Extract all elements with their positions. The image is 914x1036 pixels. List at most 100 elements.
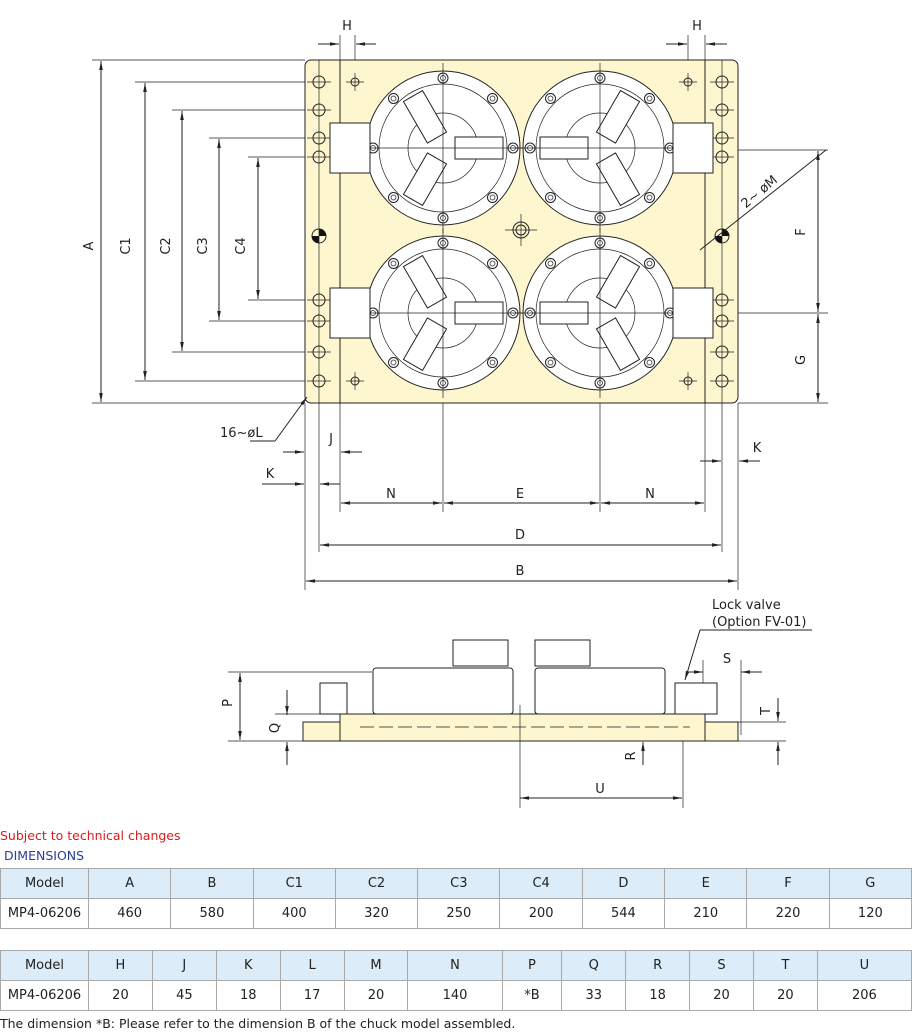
column-header: F bbox=[746, 868, 830, 899]
label-B: B bbox=[516, 564, 525, 579]
chuck-jaw bbox=[595, 254, 641, 309]
chuck bbox=[515, 228, 714, 398]
chuck-jaw bbox=[402, 89, 448, 144]
column-header: J bbox=[151, 950, 217, 981]
bolt bbox=[545, 93, 557, 105]
bolt bbox=[486, 258, 498, 270]
table-cell: 17 bbox=[279, 980, 345, 1011]
bolt bbox=[545, 191, 557, 203]
column-header: G bbox=[828, 868, 913, 899]
label-T: T bbox=[759, 707, 774, 716]
bolt bbox=[388, 93, 400, 105]
label-F: F bbox=[794, 228, 809, 235]
chuck-jaw bbox=[595, 89, 641, 144]
label-A: A bbox=[82, 241, 97, 250]
label-G: G bbox=[794, 355, 809, 365]
bolt bbox=[643, 258, 655, 270]
table-cell: 210 bbox=[664, 898, 748, 929]
table-cell: 20 bbox=[689, 980, 754, 1011]
table-cell: 400 bbox=[252, 898, 336, 929]
bolt bbox=[643, 191, 655, 203]
bolt bbox=[388, 356, 400, 368]
label-C1: C1 bbox=[119, 237, 134, 254]
column-header: U bbox=[816, 950, 913, 981]
label-L: 16~øL bbox=[220, 426, 263, 441]
column-header: C3 bbox=[417, 868, 501, 899]
chuck-jaw bbox=[595, 152, 641, 207]
table-cell: 220 bbox=[746, 898, 830, 929]
table-cell: 250 bbox=[417, 898, 501, 929]
column-header: A bbox=[87, 868, 172, 899]
technical-drawing: A C1 C2 C3 C4 F G 2~ øM H H 16~øL J K K … bbox=[82, 19, 828, 808]
table-cell: 18 bbox=[215, 980, 281, 1011]
label-U: U bbox=[595, 782, 605, 797]
chuck bbox=[329, 63, 528, 233]
label-M: 2~ øM bbox=[739, 173, 781, 212]
lock-valve-label: Lock valve bbox=[712, 598, 781, 613]
label-D: D bbox=[515, 528, 525, 543]
lock-valve-option: (Option FV-01) bbox=[712, 615, 807, 630]
label-C3: C3 bbox=[196, 237, 211, 254]
label-C2: C2 bbox=[159, 237, 174, 254]
bolt bbox=[486, 93, 498, 105]
table-cell: 200 bbox=[499, 898, 583, 929]
lock-valve bbox=[329, 287, 371, 339]
extension-lines bbox=[92, 35, 828, 590]
table-cell: 140 bbox=[407, 980, 503, 1011]
label-J: J bbox=[328, 432, 333, 447]
chuck bbox=[515, 63, 714, 233]
chuck-jaw bbox=[402, 317, 448, 372]
lock-valve bbox=[672, 287, 714, 339]
table-cell: 20 bbox=[88, 980, 153, 1011]
table-cell: 580 bbox=[170, 898, 254, 929]
label-K-right: K bbox=[753, 441, 762, 456]
column-header: B bbox=[170, 868, 254, 899]
table-cell: MP4-06206 bbox=[0, 980, 89, 1011]
label-N-right: N bbox=[645, 487, 655, 502]
dimension-labels: A C1 C2 C3 C4 F G 2~ øM H H 16~øL J K K … bbox=[82, 19, 809, 797]
label-H-left: H bbox=[342, 19, 352, 34]
table-cell: 20 bbox=[752, 980, 818, 1011]
column-header: M bbox=[343, 950, 409, 981]
column-header: C1 bbox=[252, 868, 336, 899]
column-header: N bbox=[407, 950, 503, 981]
bolt bbox=[643, 93, 655, 105]
table-cell: 18 bbox=[625, 980, 691, 1011]
column-header: L bbox=[279, 950, 345, 981]
table-cell: 33 bbox=[561, 980, 627, 1011]
table-cell: MP4-06206 bbox=[0, 898, 89, 929]
column-header: C4 bbox=[499, 868, 583, 899]
table-cell: *B bbox=[501, 980, 563, 1011]
column-header: C2 bbox=[334, 868, 419, 899]
chuck-jaw bbox=[402, 152, 448, 207]
bolt bbox=[643, 356, 655, 368]
bolt bbox=[545, 356, 557, 368]
label-K-left: K bbox=[266, 467, 275, 482]
label-C4: C4 bbox=[234, 237, 249, 254]
table-cell: 460 bbox=[87, 898, 172, 929]
footnote: The dimension *B: Please refer to the di… bbox=[0, 1016, 516, 1031]
label-H-right: H bbox=[692, 19, 702, 34]
table-cell: 20 bbox=[343, 980, 409, 1011]
chuck bbox=[329, 228, 528, 398]
table-cell: 45 bbox=[151, 980, 217, 1011]
column-header: E bbox=[664, 868, 748, 899]
label-R: R bbox=[624, 751, 639, 760]
plate-top-view bbox=[304, 59, 739, 404]
lock-valve bbox=[329, 122, 371, 174]
column-header: D bbox=[581, 868, 666, 899]
label-Q: Q bbox=[268, 723, 283, 733]
lock-valve bbox=[672, 122, 714, 174]
column-header: R bbox=[625, 950, 691, 981]
column-header: Model bbox=[0, 868, 89, 899]
bolt bbox=[545, 258, 557, 270]
column-header: T bbox=[752, 950, 818, 981]
label-N-left: N bbox=[386, 487, 396, 502]
table-cell: 120 bbox=[828, 898, 913, 929]
side-view bbox=[228, 639, 786, 808]
